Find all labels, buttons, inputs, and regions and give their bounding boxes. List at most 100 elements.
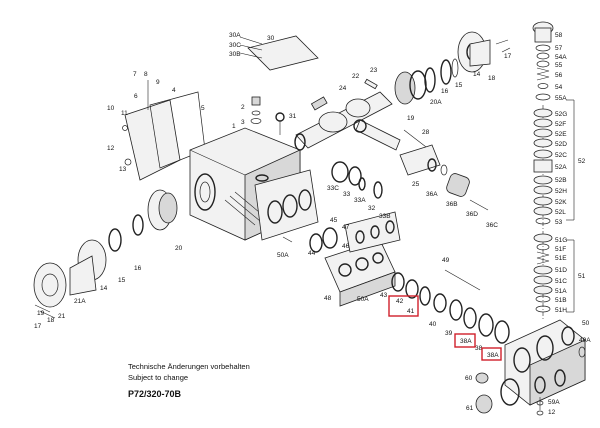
label-51g: 51G	[555, 237, 567, 244]
label-3: 3	[241, 119, 245, 126]
parts-38-43-packing	[391, 269, 510, 344]
label-52h: 52H	[555, 188, 567, 195]
label-33: 33	[343, 191, 351, 198]
label-51b: 51B	[555, 297, 567, 304]
label-19: 19	[37, 310, 45, 317]
left-bearing-assembly	[33, 189, 178, 319]
label-15: 15	[118, 277, 126, 284]
label-54: 54	[555, 84, 563, 91]
label-50a-left: 50A	[277, 252, 289, 259]
label-41: 41	[407, 308, 415, 315]
label-42: 42	[396, 298, 404, 305]
label-51d: 51D	[555, 267, 567, 274]
label-18: 18	[47, 317, 55, 324]
label-51h: 51H	[555, 307, 567, 314]
label-59a: 59A	[548, 399, 560, 406]
label-44: 44	[308, 250, 316, 257]
label-52l: 52L	[555, 209, 566, 216]
label-5: 5	[201, 105, 205, 112]
label-17: 17	[34, 323, 42, 330]
label-19-top: 19	[407, 115, 415, 122]
label-61: 61	[466, 405, 474, 412]
label-31: 31	[289, 113, 297, 120]
label-8: 8	[144, 71, 148, 78]
label-40: 40	[429, 321, 437, 328]
label-45: 45	[330, 217, 338, 224]
label-38a-2: 38A	[487, 352, 499, 359]
highlight-box-38a-2	[481, 347, 502, 361]
label-30a: 30A	[229, 32, 241, 39]
label-30b: 30B	[229, 51, 241, 58]
label-56: 56	[555, 72, 563, 79]
label-47: 47	[342, 224, 350, 231]
label-48: 48	[324, 295, 332, 302]
label-52k: 52K	[555, 199, 567, 206]
label-43: 43	[380, 292, 388, 299]
label-52: 52	[578, 158, 586, 165]
label-32: 32	[368, 205, 376, 212]
part-30-cover-plate	[239, 35, 319, 71]
label-51c: 51C	[555, 278, 567, 285]
valve-stack-51-58	[532, 21, 575, 320]
footer-note-german: Technische Änderungen vorbehalten	[128, 362, 250, 371]
top-right-bearing-flange	[409, 31, 511, 100]
highlight-box-41-42	[388, 295, 419, 317]
label-58: 58	[555, 32, 563, 39]
label-30: 30	[267, 35, 275, 42]
label-6: 6	[134, 93, 138, 100]
parts-25-28-crosshead	[399, 129, 489, 211]
label-2: 2	[241, 104, 245, 111]
label-16-top: 16	[441, 88, 449, 95]
label-54a: 54A	[555, 54, 567, 61]
label-36b: 36B	[446, 201, 458, 208]
footer-note-english: Subject to change	[128, 373, 189, 382]
label-11: 11	[121, 110, 128, 117]
label-50: 50	[582, 320, 590, 327]
label-4: 4	[172, 87, 176, 94]
part-1-crankcase	[189, 127, 319, 241]
parts-2-3-31	[250, 96, 285, 135]
label-38: 38	[475, 345, 483, 352]
label-21: 21	[58, 313, 66, 320]
label-7: 7	[133, 71, 137, 78]
label-49: 49	[442, 257, 450, 264]
label-53: 53	[555, 219, 563, 226]
label-33a: 33A	[354, 197, 366, 204]
label-14: 14	[100, 285, 108, 292]
label-52b: 52B	[555, 177, 567, 184]
label-16: 16	[134, 265, 142, 272]
label-52d: 52D	[555, 141, 567, 148]
label-20: 20	[175, 245, 183, 252]
model-number: P72/320-70B	[128, 389, 182, 399]
label-10: 10	[107, 105, 115, 112]
label-36a: 36A	[426, 191, 438, 198]
label-38a-1: 38A	[460, 338, 472, 345]
part-44-valve-block	[282, 211, 401, 253]
label-9: 9	[156, 79, 160, 86]
label-12-bottom: 12	[548, 409, 556, 416]
label-25: 25	[412, 181, 420, 188]
label-24: 24	[339, 85, 347, 92]
label-55a: 55A	[555, 95, 567, 102]
label-36d: 36D	[466, 211, 478, 218]
label-17-top: 17	[504, 53, 512, 60]
label-55: 55	[555, 62, 563, 69]
label-22: 22	[352, 73, 360, 80]
parts-59a-12-plug	[536, 397, 544, 416]
label-52a: 52A	[555, 164, 567, 171]
parts-32-33-seals	[331, 161, 383, 199]
label-21a: 21A	[74, 298, 86, 305]
label-39: 39	[445, 330, 453, 337]
label-13: 13	[119, 166, 127, 173]
label-33c: 33C	[327, 185, 339, 192]
highlight-box-38a-1	[454, 333, 476, 348]
label-52c: 52C	[555, 152, 567, 159]
label-52f: 52F	[555, 121, 566, 128]
label-52g: 52G	[555, 111, 567, 118]
label-23: 23	[370, 67, 378, 74]
label-49a: 49A	[579, 337, 591, 344]
label-30c: 30C	[229, 42, 241, 49]
part-24-connecting-rod	[353, 119, 401, 151]
